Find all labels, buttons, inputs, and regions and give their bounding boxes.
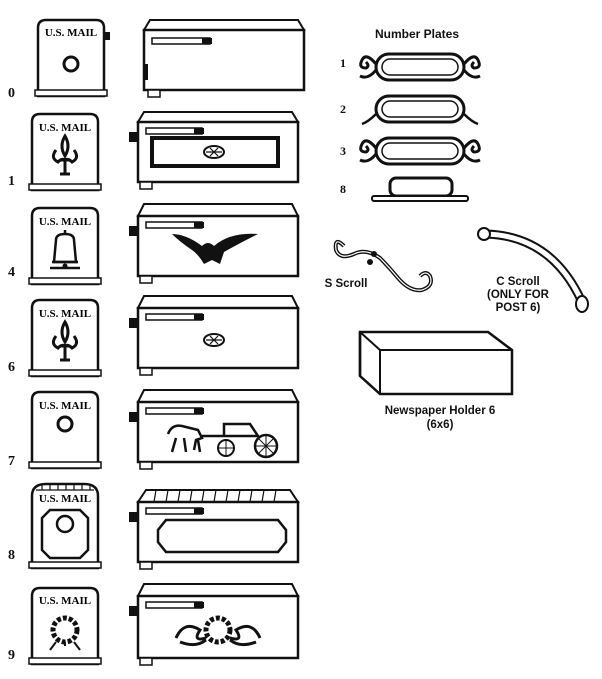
- c-scroll-label-line-2: (ONLY FOR: [487, 289, 549, 301]
- row-label-8: 8: [8, 548, 15, 563]
- mailbox-front-9: U.S. MAIL: [28, 586, 102, 666]
- mailbox-side-0: [142, 19, 306, 98]
- number-plates-title: Number Plates: [374, 27, 460, 41]
- mailbox-front-0: U.S. MAIL: [34, 18, 110, 98]
- mailbox-front-4: U.S. MAIL: [28, 206, 102, 286]
- front-text-1: U.S. MAIL: [39, 122, 91, 134]
- newspaper-holder-label-line-2: (6x6): [426, 419, 454, 431]
- mailbox-side-4: [129, 203, 300, 284]
- plate-label-3: 3: [340, 144, 346, 158]
- mailbox-side-8: [129, 489, 300, 570]
- row-label-0: 0: [8, 86, 15, 101]
- c-scroll-label-line-3: POST 6): [495, 302, 541, 314]
- plate-label-1: 1: [340, 56, 346, 70]
- mailbox-side-6: [129, 295, 300, 376]
- row-label-1: 1: [8, 174, 15, 189]
- newspaper-holder: [358, 330, 514, 396]
- plate-label-2: 2: [340, 102, 346, 116]
- newspaper-holder-label-line-1: Newspaper Holder 6: [384, 405, 496, 417]
- row-label-9: 9: [8, 648, 15, 663]
- c-scroll-label: C Scroll (ONLY FOR POST 6): [478, 276, 558, 315]
- mailbox-side-1: [129, 111, 300, 190]
- front-text-9: U.S. MAIL: [39, 595, 91, 607]
- mailbox-front-8: U.S. MAIL: [28, 482, 102, 570]
- row-label-7: 7: [8, 454, 15, 469]
- plate-label-8: 8: [340, 182, 346, 196]
- front-text-4: U.S. MAIL: [39, 216, 91, 228]
- c-scroll-label-line-1: C Scroll: [496, 276, 540, 288]
- mailbox-front-1: U.S. MAIL: [28, 112, 102, 192]
- mailbox-front-7: U.S. MAIL: [28, 390, 102, 470]
- row-label-4: 4: [8, 265, 15, 280]
- s-scroll: [333, 239, 433, 293]
- c-scroll: [477, 227, 589, 313]
- front-text-8: U.S. MAIL: [39, 493, 91, 505]
- plate-1: [359, 52, 481, 82]
- plate-2: [361, 94, 479, 126]
- front-text-0: U.S. MAIL: [45, 27, 97, 39]
- plate-8: [371, 176, 469, 202]
- newspaper-holder-label: Newspaper Holder 6 (6x6): [350, 404, 530, 432]
- mailbox-side-9: [129, 583, 300, 666]
- row-label-6: 6: [8, 360, 15, 375]
- front-text-6: U.S. MAIL: [39, 308, 91, 320]
- s-scroll-label: S Scroll: [324, 278, 368, 290]
- front-text-7: U.S. MAIL: [39, 400, 91, 412]
- mailbox-front-6: U.S. MAIL: [28, 298, 102, 378]
- plate-3: [359, 136, 481, 166]
- mailbox-side-7: [129, 389, 300, 470]
